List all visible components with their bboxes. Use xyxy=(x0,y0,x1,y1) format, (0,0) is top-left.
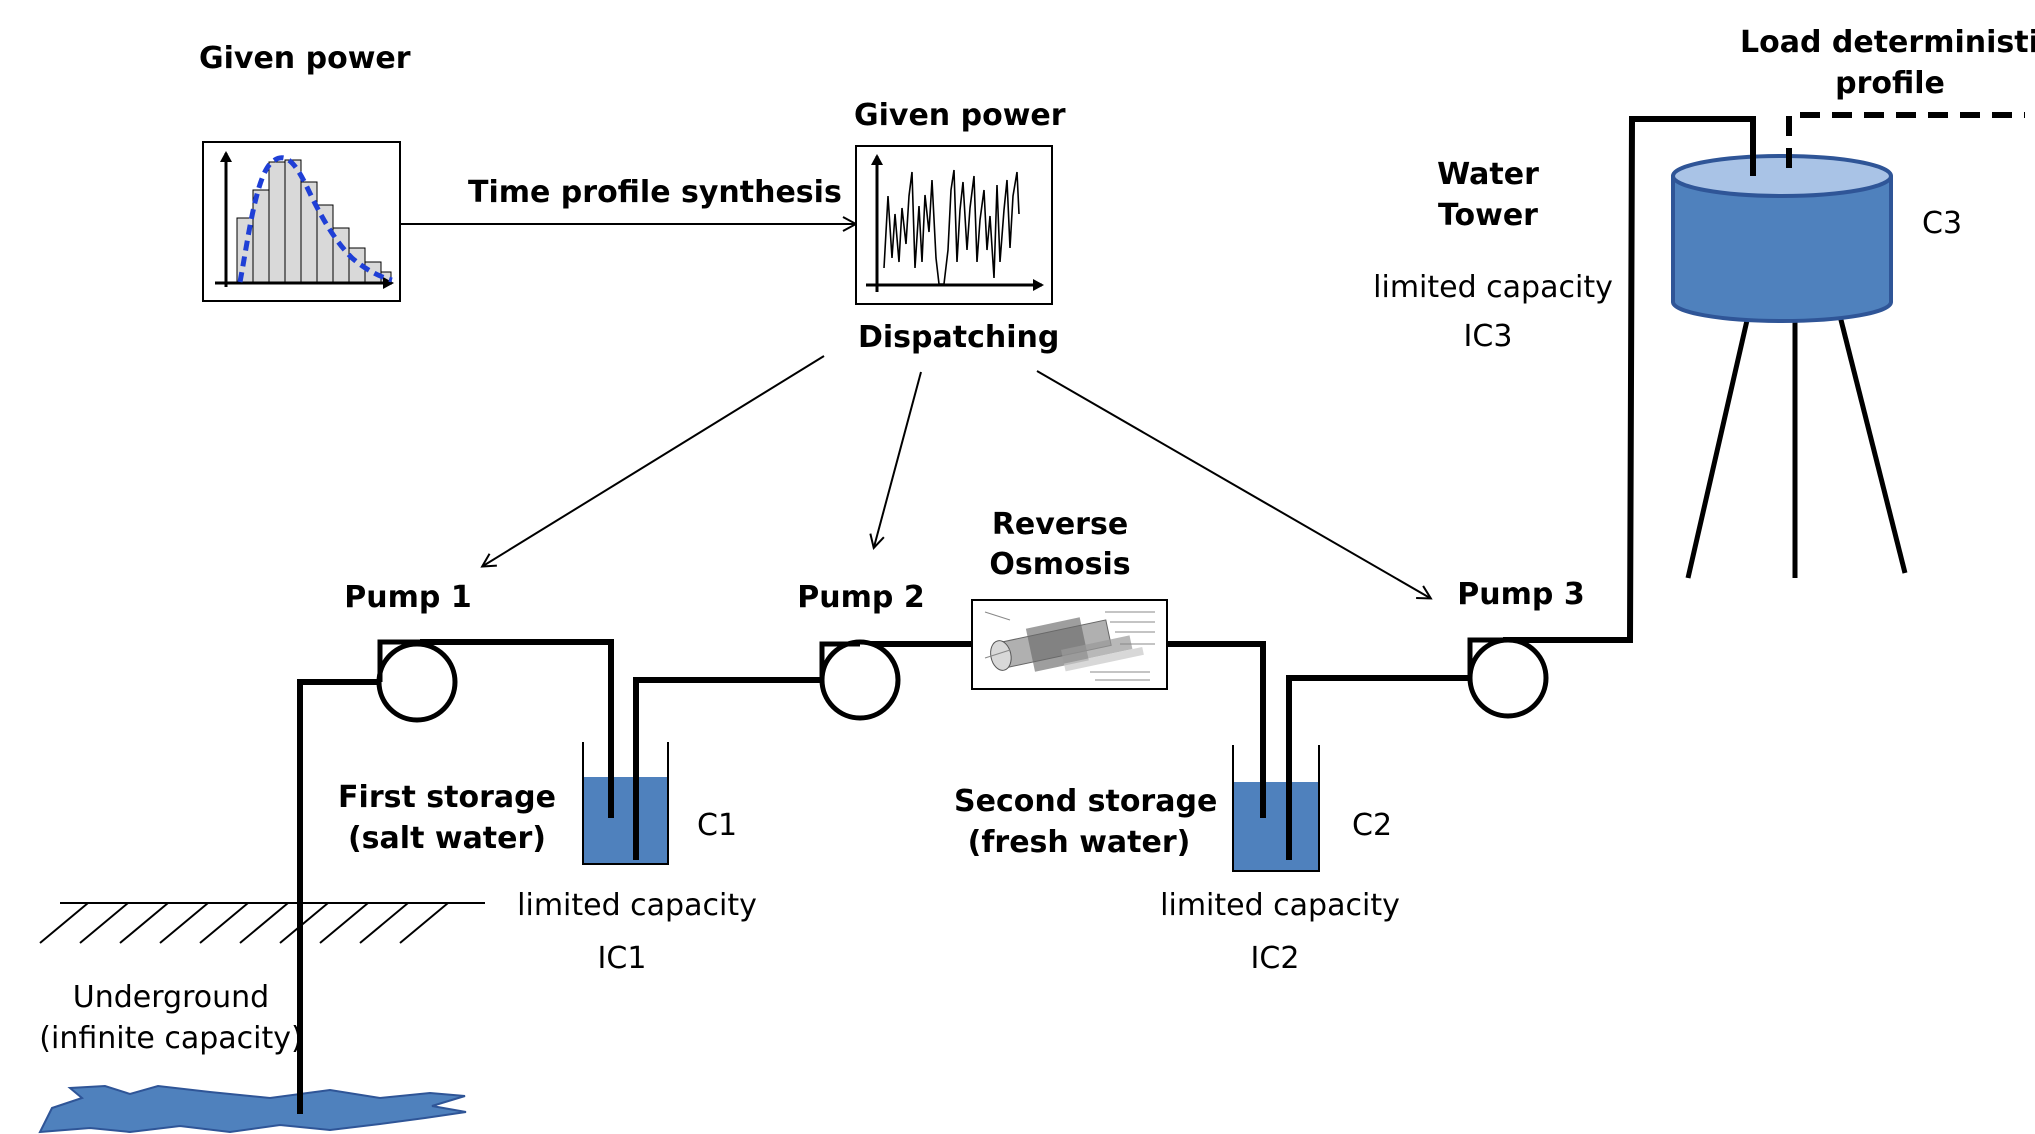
second-limited-capacity-label: limited capacity xyxy=(1160,888,1400,923)
reverse-osmosis-icon xyxy=(971,599,1168,690)
pump2-label: Pump 2 xyxy=(797,580,925,615)
pump1-icon xyxy=(376,641,458,723)
underground-water-pool xyxy=(38,1084,467,1134)
pipe-pump3-to-tower xyxy=(1503,116,1756,643)
load-profile-label-line2: profile xyxy=(1835,66,1945,101)
water-tower-label-line1: Water xyxy=(1437,157,1539,192)
power-time-series xyxy=(883,169,1020,285)
water-tower-icon xyxy=(1671,150,1908,579)
second-ic2-label: IC2 xyxy=(1250,941,1300,976)
given-power-left-label: Given power xyxy=(199,41,411,76)
ground-hatching xyxy=(39,902,449,944)
reverse-osmosis-label-line2: Osmosis xyxy=(989,547,1131,582)
pipe-pump1-to-storage1 xyxy=(420,639,614,818)
dispatch-arrow-pump3 xyxy=(1036,370,1430,598)
pump3-label: Pump 3 xyxy=(1457,577,1585,612)
time-series-frame xyxy=(855,145,1053,305)
ground xyxy=(39,902,485,944)
first-storage-label-line1: First storage xyxy=(338,780,556,815)
underground-label-line1: Underground xyxy=(72,980,270,1015)
given-power-center-label: Given power xyxy=(854,98,1066,133)
first-ic1-label: IC1 xyxy=(597,941,647,976)
pump1-label: Pump 1 xyxy=(344,580,472,615)
load-profile-label-line1: Load deterministic xyxy=(1740,25,2035,60)
first-storage-label-line2: (salt water) xyxy=(347,821,547,856)
dispatch-arrow-pump2 xyxy=(874,371,922,547)
time-series-chart xyxy=(855,145,1053,305)
pipe-well-to-pump1 xyxy=(297,679,380,1114)
first-limited-capacity-label: limited capacity xyxy=(517,888,757,923)
underground-label-line2: (infinite capacity) xyxy=(39,1021,303,1056)
pump2-icon xyxy=(819,639,901,721)
first-storage-tank xyxy=(582,742,669,865)
time-profile-synthesis-label: Time profile synthesis xyxy=(468,175,842,210)
tower-limited-capacity-label: limited capacity xyxy=(1373,270,1613,305)
pipes xyxy=(297,116,1756,1114)
pump3-icon xyxy=(1467,637,1549,719)
histogram-chart xyxy=(202,141,401,302)
tower-ic3-label: IC3 xyxy=(1463,319,1513,354)
tower-c3-label: C3 xyxy=(1922,206,1963,241)
second-c2-label: C2 xyxy=(1352,808,1393,843)
first-c1-label: C1 xyxy=(697,808,738,843)
water-tower-label-line2: Tower xyxy=(1438,198,1538,233)
second-storage-label-line2: (fresh water) xyxy=(967,825,1191,860)
dispatch-arrow-pump1 xyxy=(483,355,825,566)
reverse-osmosis-label-line1: Reverse xyxy=(991,507,1129,542)
pipe-ro-to-storage2 xyxy=(1166,641,1266,818)
second-storage-label-line1: Second storage xyxy=(954,784,1218,819)
dispatching-label: Dispatching xyxy=(858,320,1060,355)
second-storage-tank xyxy=(1232,745,1320,872)
